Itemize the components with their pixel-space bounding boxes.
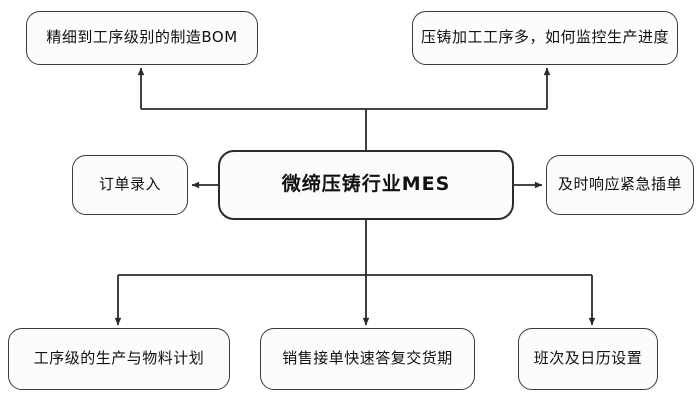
node-label: 压铸加工工序多，如何监控生产进度 [420,28,669,47]
node-urgent-order-response[interactable]: 及时响应紧急插单 [546,155,694,215]
node-label: 销售接单快速答复交货期 [282,349,453,368]
node-manufacturing-bom[interactable]: 精细到工序级别的制造BOM [26,11,258,65]
node-label: 微缔压铸行业MES [281,173,451,196]
node-production-progress[interactable]: 压铸加工工序多，如何监控生产进度 [412,11,678,65]
node-shift-calendar-setup[interactable]: 班次及日历设置 [518,328,658,390]
node-order-entry[interactable]: 订单录入 [72,155,188,215]
node-delivery-date-reply[interactable]: 销售接单快速答复交货期 [260,328,475,390]
node-label: 精细到工序级别的制造BOM [46,28,238,47]
node-label: 及时响应紧急插单 [557,175,682,194]
edge-core-to-bottom-group [114,220,596,326]
node-label: 工序级的生产与物料计划 [33,349,205,368]
node-label: 班次及日历设置 [533,349,643,368]
node-process-level-plan[interactable]: 工序级的生产与物料计划 [8,328,230,390]
edge-core-to-top-group [137,67,551,150]
node-label: 订单录入 [98,175,161,194]
node-center-mes[interactable]: 微缔压铸行业MES [218,150,514,220]
